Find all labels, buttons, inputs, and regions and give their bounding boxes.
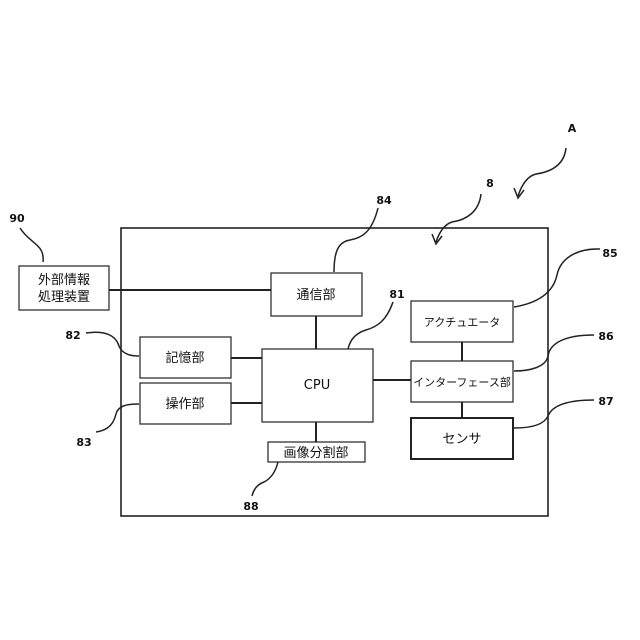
operation-label: 操作部 [165, 396, 204, 412]
sensor-label: センサ [442, 432, 481, 447]
ref-label-88: 88 [243, 500, 258, 513]
leader-90 [20, 228, 43, 262]
leader-85 [514, 249, 600, 307]
image-division-label: 画像分割部 [283, 445, 348, 461]
leader-82 [86, 332, 139, 356]
interface-label: インターフェース部 [413, 375, 511, 389]
arrow-A [518, 148, 566, 196]
actuator-label: アクチュエータ [424, 316, 500, 329]
communication-label: 通信部 [296, 288, 335, 303]
external-device-label-2: 処理装置 [38, 290, 90, 305]
ref-label-8: 8 [486, 177, 494, 190]
arrow-8 [436, 194, 481, 242]
leader-88 [252, 462, 278, 496]
ref-label-85: 85 [602, 247, 617, 260]
ref-label-81: 81 [389, 288, 404, 301]
external-device-label-1: 外部情報 [38, 273, 90, 288]
leader-84 [334, 208, 378, 272]
ref-label-82: 82 [65, 329, 80, 342]
leader-83 [96, 404, 139, 432]
storage-label: 記憶部 [165, 350, 204, 366]
leader-87 [514, 400, 594, 428]
ref-label-84: 84 [376, 194, 392, 207]
leader-86 [514, 335, 594, 371]
ref-label-90: 90 [9, 212, 25, 225]
ref-label-87: 87 [598, 395, 613, 408]
ref-label-86: 86 [598, 330, 614, 343]
ref-label-83: 83 [76, 436, 91, 449]
cpu-label: CPU [304, 378, 330, 393]
ref-label-A: A [568, 122, 577, 135]
